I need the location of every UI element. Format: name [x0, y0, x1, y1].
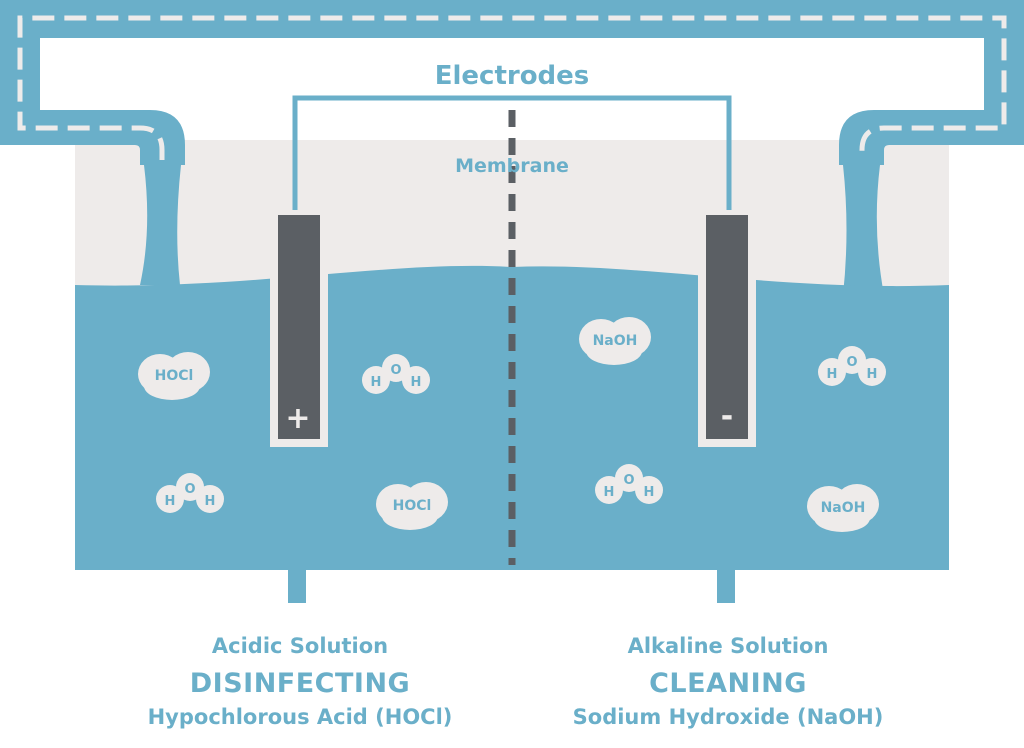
water-molecule: H O H	[362, 354, 430, 394]
left-role-label: DISINFECTING	[189, 668, 411, 699]
electrolysis-diagram: + - Electrodes Membrane HOCl HOCl NaOH N…	[0, 0, 1024, 603]
electrodes-label: Electrodes	[435, 61, 590, 91]
water-o-label: O	[846, 355, 857, 370]
right-outlet	[717, 565, 735, 603]
left-compound-label: Hypochlorous Acid (HOCl)	[147, 705, 453, 729]
right-stream	[843, 165, 884, 295]
water-molecule: H O H	[595, 464, 663, 504]
water-h-label: H	[644, 485, 655, 500]
pipe-right-elbow	[839, 110, 1024, 165]
hocl-molecule: HOCl	[138, 352, 210, 400]
water-molecule: H O H	[156, 473, 224, 513]
right-caption: Alkaline Solution CLEANING Sodium Hydrox…	[542, 634, 914, 729]
water-o-label: O	[390, 363, 401, 378]
naoh-label: NaOH	[593, 333, 638, 349]
naoh-label: NaOH	[821, 500, 866, 516]
left-stream	[140, 165, 181, 285]
negative-electrode	[706, 215, 748, 439]
water-h-label: H	[411, 375, 422, 390]
water-h-label: H	[604, 485, 615, 500]
water-o-label: O	[184, 482, 195, 497]
left-caption: Acidic Solution DISINFECTING Hypochlorou…	[120, 634, 480, 729]
water-h-label: H	[371, 375, 382, 390]
hocl-label: HOCl	[155, 368, 194, 384]
right-role-label: CLEANING	[649, 668, 807, 699]
water-h-label: H	[867, 367, 878, 382]
negative-sign: -	[721, 399, 733, 434]
right-compound-label: Sodium Hydroxide (NaOH)	[572, 705, 884, 729]
hocl-molecule: HOCl	[376, 482, 448, 530]
pipe-left-elbow	[0, 110, 185, 165]
water-h-label: H	[205, 494, 216, 509]
left-outlet	[288, 565, 306, 603]
hocl-label: HOCl	[393, 498, 432, 514]
water-o-label: O	[623, 473, 634, 488]
electrode-wire	[292, 95, 732, 215]
left-solution-label: Acidic Solution	[211, 634, 389, 658]
right-solution-label: Alkaline Solution	[627, 634, 829, 658]
water-molecule: H O H	[818, 346, 886, 386]
water-h-label: H	[827, 367, 838, 382]
positive-electrode	[278, 215, 320, 439]
positive-sign: +	[285, 401, 310, 436]
water-h-label: H	[165, 494, 176, 509]
naoh-molecule: NaOH	[579, 317, 651, 365]
membrane-label: Membrane	[455, 155, 569, 177]
flow-dashes	[17, 15, 1007, 160]
naoh-molecule: NaOH	[807, 484, 879, 532]
